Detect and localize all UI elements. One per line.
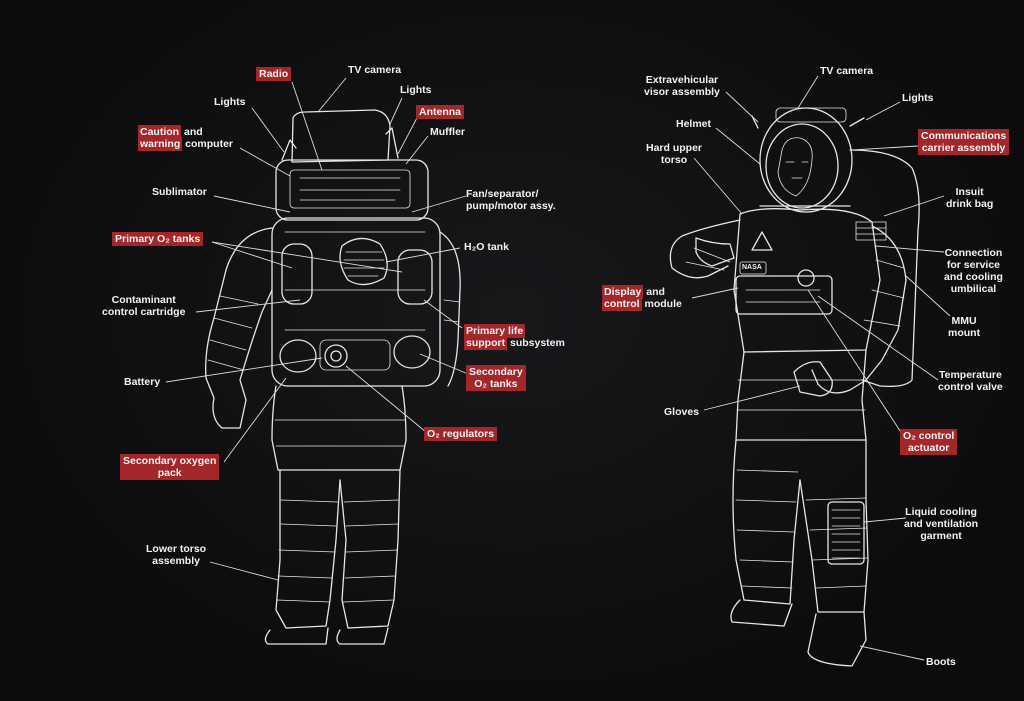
label-display-part: Display xyxy=(602,285,644,299)
label-computer-part: computer xyxy=(182,138,234,150)
label-radio: Radio xyxy=(256,67,292,81)
label-support-part: support xyxy=(464,336,508,350)
label-caution-warning-computer: Caution and warning computer xyxy=(138,125,234,151)
label-insuit-drink-bag: Insuit drink bag xyxy=(946,186,994,210)
label-and-part: and xyxy=(181,126,203,138)
label-tv-camera-back: TV camera xyxy=(348,64,402,76)
label-boots: Boots xyxy=(926,656,956,668)
back-view-suit xyxy=(205,109,461,645)
label-lower-torso-assembly: Lower torso assembly xyxy=(146,543,207,567)
label-liquid-cooling-garment: Liquid cooling and ventilation garment xyxy=(904,506,979,542)
label-lights-front: Lights xyxy=(902,92,934,104)
label-o2-regulators: O₂ regulators xyxy=(424,427,498,441)
label-extravehicular-visor: Extravehicular visor assembly xyxy=(644,74,720,98)
label-lights-back-left: Lights xyxy=(214,96,246,108)
label-secondary-o2-tanks: Secondary O₂ tanks xyxy=(466,365,526,391)
label-muffler: Muffler xyxy=(430,126,465,138)
label-mmu-mount: MMU mount xyxy=(948,315,981,339)
label-subsystem-part: subsystem xyxy=(507,337,565,349)
label-secondary-oxygen-pack: Secondary oxygen pack xyxy=(120,454,220,480)
label-tv-camera-front: TV camera xyxy=(820,65,874,77)
label-fan-separator: Fan/separator/ pump/motor assy. xyxy=(466,188,556,212)
label-warning-part: warning xyxy=(138,137,183,151)
label-primary-o2-tanks: Primary O₂ tanks xyxy=(112,232,204,246)
label-helmet: Helmet xyxy=(676,118,712,130)
label-module-part: module xyxy=(641,298,682,310)
label-communications-carrier: Communications carrier assembly xyxy=(918,129,1010,155)
label-battery: Battery xyxy=(124,376,161,388)
label-h2o-tank: H₂O tank xyxy=(464,241,509,253)
label-contaminant-cartridge: Contaminant control cartridge xyxy=(102,294,186,318)
chest-badge-text: NASA xyxy=(742,264,762,271)
label-temperature-control-valve: Temperature control valve xyxy=(938,369,1003,393)
label-primary-life-support: Primary life support subsystem xyxy=(464,324,565,350)
label-sublimator: Sublimator xyxy=(152,186,207,198)
label-primary-life-part: Primary life xyxy=(464,324,526,338)
label-caution-part: Caution xyxy=(138,125,182,139)
label-lights-back-right: Lights xyxy=(400,84,432,96)
label-gloves: Gloves xyxy=(664,406,700,418)
front-view-suit xyxy=(669,107,920,667)
label-connection-umbilical: Connection for service and cooling umbil… xyxy=(944,247,1003,295)
label-display-and-part: and xyxy=(643,286,665,298)
leader-lines xyxy=(165,75,951,661)
label-control-part: control xyxy=(602,297,642,311)
label-antenna: Antenna xyxy=(416,105,464,119)
label-hard-upper-torso: Hard upper torso xyxy=(646,142,703,166)
label-o2-control-actuator: O₂ control actuator xyxy=(900,429,958,455)
label-display-control-module: Display and control module xyxy=(602,285,682,311)
